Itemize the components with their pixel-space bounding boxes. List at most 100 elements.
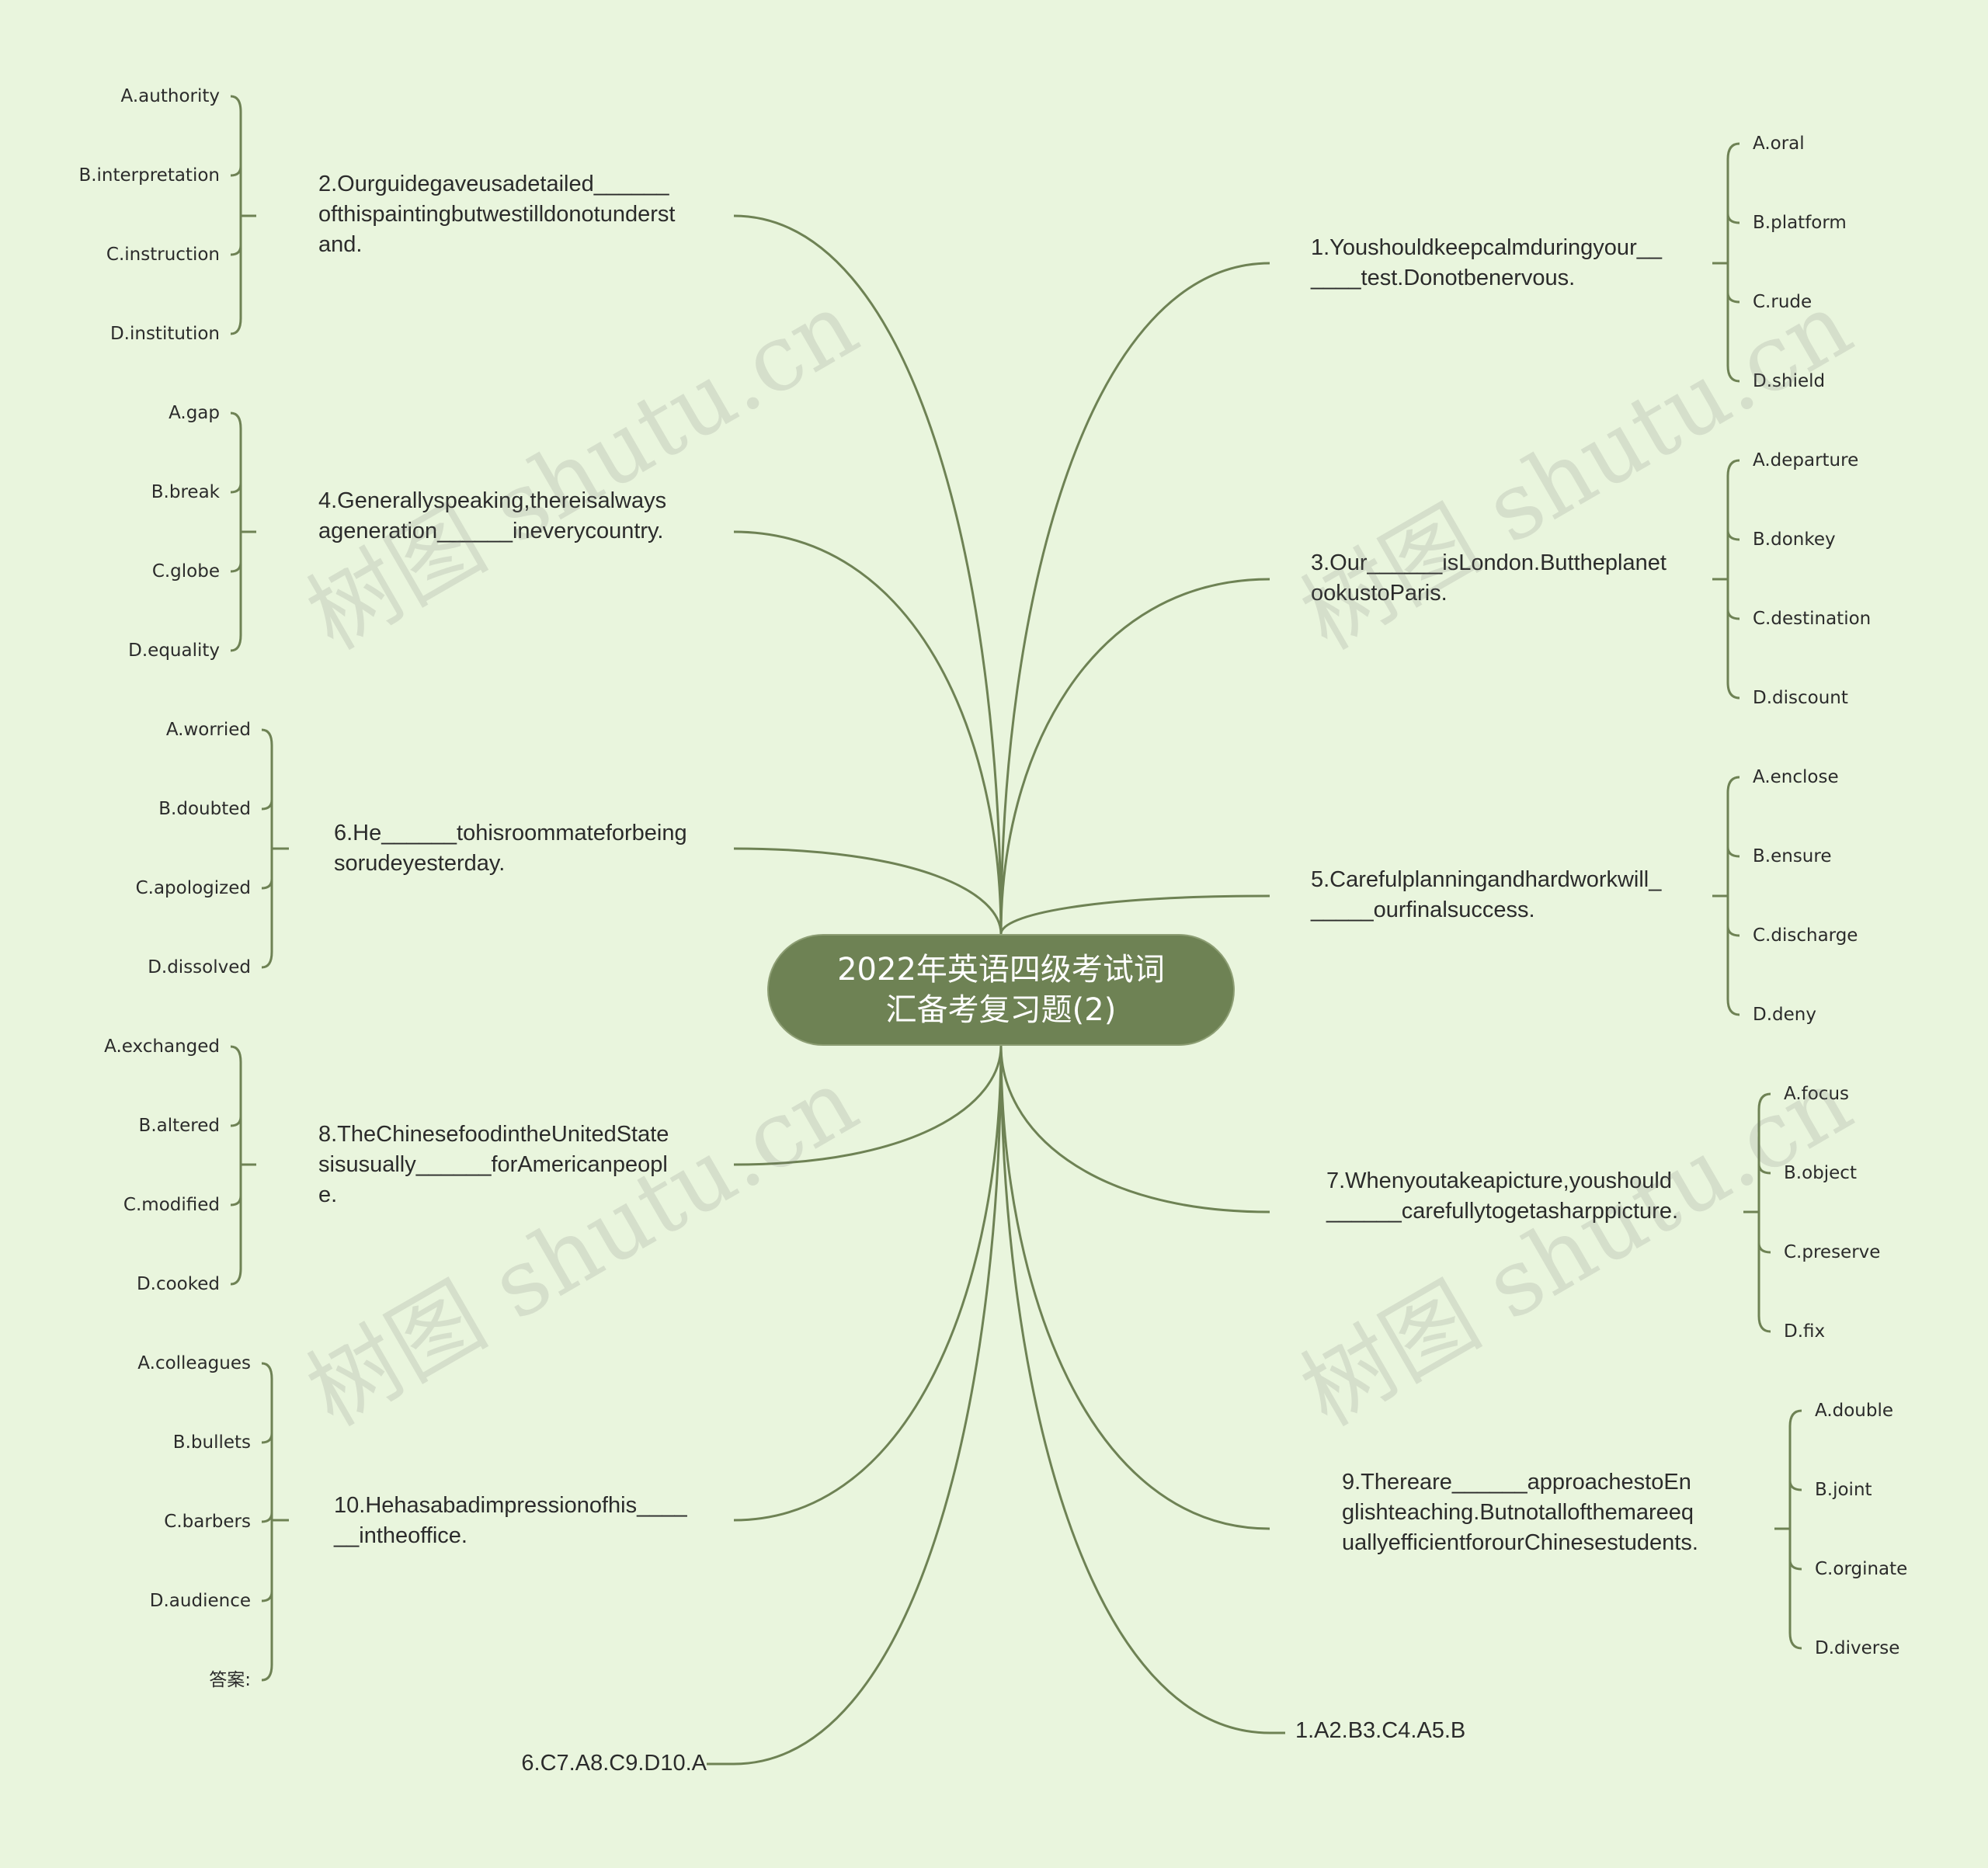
bracket-tick	[1788, 1480, 1802, 1491]
bracket-tick	[230, 561, 242, 573]
option-q3-d[interactable]: D.discount	[1753, 688, 1848, 708]
option-q10-b[interactable]: B.bullets	[172, 1432, 251, 1453]
option-q4-b[interactable]: B.break	[151, 482, 220, 502]
option-q8-c[interactable]: C.modified	[123, 1195, 220, 1215]
bracket-tick	[1757, 1163, 1771, 1175]
question-4[interactable]: 4.Generallyspeaking,thereisalwaysagenera…	[318, 488, 667, 543]
option-q7-d[interactable]: D.fix	[1784, 1321, 1826, 1342]
option-q4-d[interactable]: D.equality	[128, 641, 220, 661]
bracket-tick	[1726, 213, 1740, 224]
question-8[interactable]: 8.TheChinesefoodintheUnitedStatesisusual…	[318, 1122, 669, 1207]
option-q5-c[interactable]: C.discharge	[1753, 925, 1858, 946]
option-q2-c[interactable]: C.instruction	[106, 245, 220, 265]
option-q1-c[interactable]: C.rude	[1753, 292, 1812, 312]
bracket-tick	[1726, 846, 1740, 858]
question-2[interactable]: 2.Ourguidegaveusadetailed______ofthispai…	[318, 172, 676, 257]
bracket-tick	[1726, 292, 1740, 304]
bracket-cap	[1726, 682, 1740, 700]
branch-line	[999, 1045, 1270, 1214]
option-q7-c[interactable]: C.preserve	[1784, 1242, 1881, 1262]
option-q10-a[interactable]: A.colleagues	[137, 1353, 251, 1373]
option-q3-c[interactable]: C.destination	[1753, 609, 1872, 629]
option-q9-b[interactable]: B.joint	[1815, 1480, 1872, 1500]
question-3[interactable]: 3.Our______isLondon.ButtheplanetookustoP…	[1311, 550, 1667, 606]
bracket-tick	[261, 1591, 273, 1602]
bracket-cap	[261, 728, 273, 746]
option-q5-b[interactable]: B.ensure	[1753, 846, 1832, 866]
bracket-tick	[261, 1432, 273, 1444]
option-q6-d[interactable]: D.dissolved	[148, 957, 251, 977]
branch-line	[999, 578, 1270, 935]
option-q4-c[interactable]: C.globe	[151, 561, 220, 582]
center-topic[interactable]: 2022年英语四级考试词汇备考复习题(2)	[767, 934, 1235, 1046]
bracket-cap	[1788, 1409, 1802, 1427]
option-q1-b[interactable]: B.platform	[1753, 213, 1847, 233]
bracket-cap	[261, 951, 273, 969]
option-q9-d[interactable]: D.diverse	[1815, 1638, 1900, 1658]
bracket-cap	[1726, 142, 1740, 160]
branch-line	[999, 262, 1270, 935]
bracket-cap	[230, 1268, 242, 1286]
bracket-cap	[1757, 1092, 1771, 1110]
bracket-cap	[230, 1045, 242, 1063]
option-q6-a[interactable]: A.worried	[165, 720, 251, 740]
option-q3-b[interactable]: B.donkey	[1753, 529, 1836, 550]
bracket-cap	[1757, 1315, 1771, 1333]
option-q7-b[interactable]: B.object	[1784, 1163, 1857, 1183]
answers-left[interactable]: 6.C7.A8.C9.D10.A	[521, 1751, 707, 1776]
option-q5-d[interactable]: D.deny	[1753, 1005, 1816, 1025]
branch-line	[733, 530, 1003, 935]
question-5[interactable]: 5.Carefulplanningandhardworkwill______ou…	[1311, 867, 1662, 922]
question-10[interactable]: 10.Hehasabadimpressionofhis______intheof…	[334, 1493, 687, 1548]
branch-line	[999, 1045, 1270, 1734]
option-q10-c[interactable]: C.barbers	[164, 1512, 251, 1532]
option-q2-b[interactable]: B.interpretation	[78, 165, 220, 186]
answers-right[interactable]: 1.A2.B3.C4.A5.B	[1295, 1718, 1466, 1743]
bracket-tick	[230, 245, 242, 256]
question-7[interactable]: 7.Whenyoutakeapicture,youshould______car…	[1326, 1168, 1679, 1224]
bracket-cap	[1726, 998, 1740, 1016]
branch-line	[733, 1045, 1003, 1766]
bracket-tick	[1726, 529, 1740, 541]
option-q7-a[interactable]: A.focus	[1784, 1084, 1850, 1104]
branch-line	[733, 1045, 1003, 1166]
bracket-tick	[230, 482, 242, 494]
bracket-tick	[261, 1512, 273, 1523]
option-q1-a[interactable]: A.oral	[1753, 134, 1805, 154]
bracket-cap	[1726, 365, 1740, 383]
bracket-cap	[261, 1664, 273, 1682]
option-q10-d[interactable]: D.audience	[149, 1591, 251, 1611]
branch-line	[999, 1045, 1270, 1530]
option-q9-c[interactable]: C.orginate	[1815, 1559, 1908, 1579]
option-q4-a[interactable]: A.gap	[169, 403, 220, 423]
bracket-tick	[230, 165, 242, 177]
bracket-tick	[1757, 1242, 1771, 1254]
option-q1-d[interactable]: D.shield	[1753, 371, 1826, 391]
question-1[interactable]: 1.Youshouldkeepcalmduringyour______test.…	[1311, 235, 1662, 290]
option-q8-b[interactable]: B.altered	[138, 1116, 220, 1136]
option-q2-d[interactable]: D.institution	[109, 324, 220, 344]
option-q6-c[interactable]: C.apologized	[135, 878, 251, 898]
option-q6-b[interactable]: B.doubted	[158, 799, 251, 819]
bracket-cap	[261, 1362, 273, 1380]
option-q8-a[interactable]: A.exchanged	[104, 1036, 220, 1057]
bracket-cap	[1726, 776, 1740, 793]
center-title: 2022年英语四级考试词汇备考复习题(2)	[837, 952, 1165, 1028]
option-q3-a[interactable]: A.departure	[1753, 450, 1859, 470]
answer-label: 答案:	[209, 1670, 251, 1690]
question-6[interactable]: 6.He______tohisroommateforbeingsorudeyes…	[334, 821, 687, 876]
bracket-tick	[1726, 609, 1740, 620]
option-q9-a[interactable]: A.double	[1815, 1401, 1894, 1421]
branch-line	[733, 214, 1003, 935]
bracket-cap	[230, 318, 242, 335]
option-q2-a[interactable]: A.authority	[120, 86, 220, 106]
option-q8-d[interactable]: D.cooked	[136, 1274, 220, 1294]
option-q5-a[interactable]: A.enclose	[1753, 767, 1839, 787]
bracket-cap	[230, 411, 242, 429]
bracket-cap	[1726, 459, 1740, 477]
branch-line	[733, 1045, 1003, 1522]
bracket-tick	[261, 878, 273, 890]
bracket-tick	[261, 799, 273, 811]
question-9[interactable]: 9.Thereare______approachestoEnglishteach…	[1342, 1470, 1698, 1555]
bracket-tick	[1726, 925, 1740, 937]
